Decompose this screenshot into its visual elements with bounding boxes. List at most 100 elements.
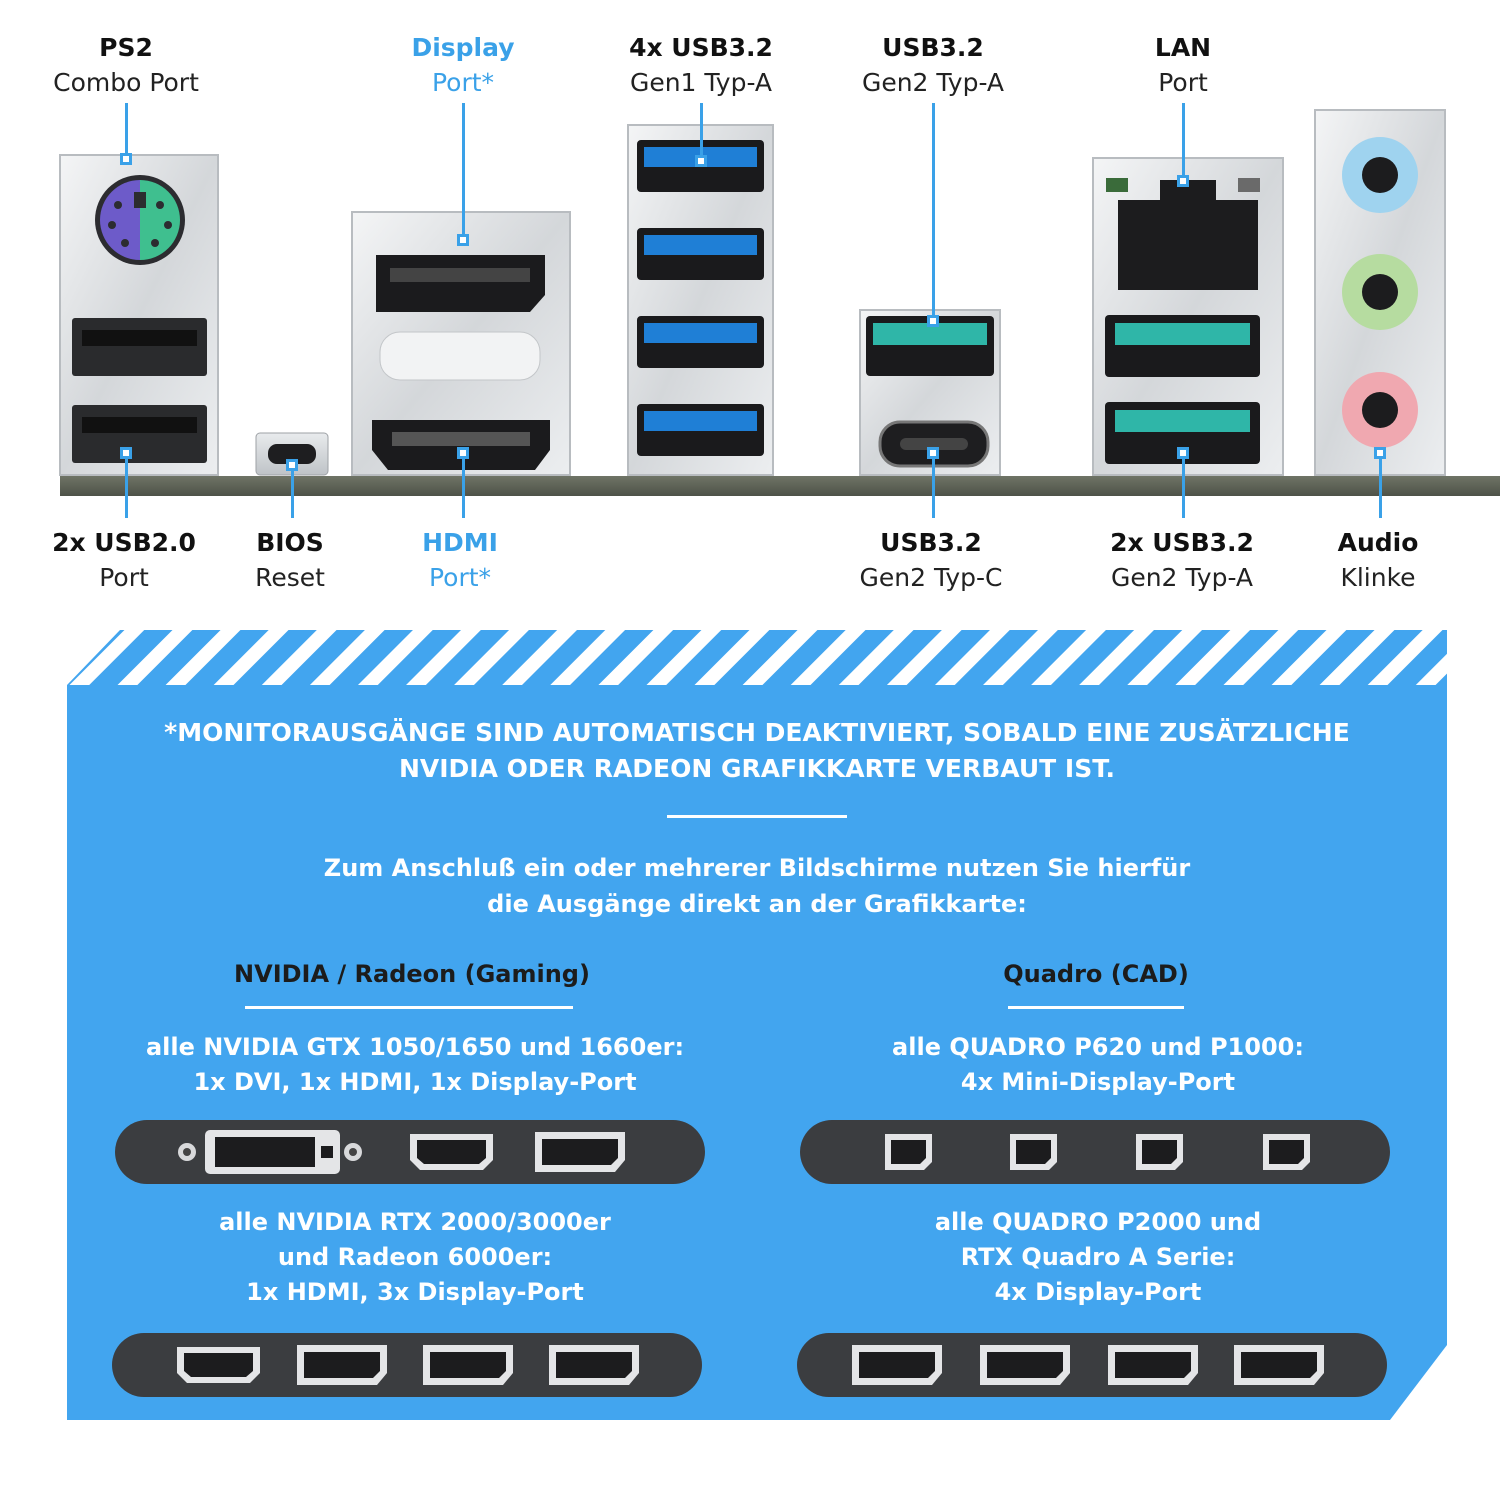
label-usb32gen2a: USB3.2 Gen2 Typ-A	[813, 30, 1053, 100]
info-panel	[67, 685, 1447, 1420]
displayport-icon	[297, 1345, 387, 1385]
marker-ps2	[120, 153, 132, 165]
hdmi-port-icon	[177, 1347, 260, 1383]
cad-group-2-line-1: alle QUADRO P2000 und	[934, 1208, 1262, 1236]
marker-usb32gen2a2	[1177, 447, 1189, 459]
label-usb32gen1-subtitle: Gen1 Typ-A	[629, 68, 773, 97]
mini-displayport-icon	[1136, 1134, 1183, 1170]
leader-audio	[1379, 458, 1382, 518]
label-usb32gen2c-title: USB3.2	[880, 528, 982, 557]
label-usb32gen1-title: 4x USB3.2	[629, 33, 773, 62]
info-panel-background	[67, 630, 1447, 1420]
label-bios-subtitle: Reset	[255, 563, 325, 592]
leader-usb32gen2c	[932, 458, 935, 518]
gaming-group-2-line-3: 1x HDMI, 3x Display-Port	[246, 1278, 584, 1306]
label-lan: LAN Port	[1063, 30, 1303, 100]
column-underline-gaming	[245, 1006, 573, 1009]
displayport-icon	[535, 1132, 625, 1172]
label-ps2-subtitle: Combo Port	[53, 68, 199, 97]
label-usb32gen2a-title: USB3.2	[882, 33, 984, 62]
leader-lan	[1182, 103, 1185, 177]
marker-usb32gen2a	[927, 315, 939, 327]
gaming-group-1-line-1: alle NVIDIA GTX 1050/1650 und 1660er:	[145, 1033, 685, 1061]
leader-usb20	[125, 458, 128, 518]
label-hdmi: HDMI Port*	[340, 525, 580, 595]
leader-displayport	[462, 103, 465, 236]
notice-text-line-2: die Ausgänge direkt an der Grafikkarte:	[487, 890, 1027, 918]
label-usb32gen2a2-subtitle: Gen2 Typ-A	[1110, 563, 1254, 592]
cad-group-1-port-strip	[800, 1120, 1390, 1184]
displayport-icon	[1108, 1345, 1198, 1385]
notice-line-1: *MONITORAUSGÄNGE SIND AUTOMATISCH DEAKTI…	[164, 718, 1350, 747]
label-usb32gen2c-subtitle: Gen2 Typ-C	[859, 563, 1003, 592]
cad-group-2-line-2: RTX Quadro A Serie:	[960, 1243, 1236, 1271]
label-displayport-subtitle: Port*	[431, 68, 495, 97]
column-title-gaming: NVIDIA / Radeon (Gaming)	[234, 960, 590, 988]
label-lan-subtitle: Port	[1158, 68, 1208, 97]
gaming-group-2-line-1: alle NVIDIA RTX 2000/3000er	[219, 1208, 611, 1236]
cad-group-2-line-3: 4x Display-Port	[994, 1278, 1202, 1306]
label-usb32gen2a-subtitle: Gen2 Typ-A	[861, 68, 1005, 97]
leader-usb32gen2a2	[1182, 458, 1185, 518]
dp-hdmi-connector	[351, 211, 571, 476]
label-audio: Audio Klinke	[1258, 525, 1498, 595]
displayport-icon	[980, 1345, 1070, 1385]
cad-group-1-text: alle QUADRO P620 und P1000: 4x Mini-Disp…	[788, 1030, 1408, 1100]
mini-displayport-icon	[1010, 1134, 1057, 1170]
label-audio-subtitle: Klinke	[1340, 563, 1416, 592]
marker-usb20	[120, 447, 132, 459]
dvi-port-icon	[178, 1130, 362, 1174]
leader-ps2	[125, 103, 128, 155]
label-usb20-title: 2x USB2.0	[52, 528, 196, 557]
mini-displayport-icon	[885, 1134, 932, 1170]
mini-displayport-icon	[1263, 1134, 1310, 1170]
label-usb32gen2c: USB3.2 Gen2 Typ-C	[811, 525, 1051, 595]
leader-usb32gen2a	[932, 103, 935, 317]
label-usb32gen1: 4x USB3.2 Gen1 Typ-A	[581, 30, 821, 100]
audio-jack-stack	[1314, 109, 1446, 476]
gaming-group-1-line-2: 1x DVI, 1x HDMI, 1x Display-Port	[193, 1068, 637, 1096]
displayport-icon	[549, 1345, 639, 1385]
gaming-group-2-text: alle NVIDIA RTX 2000/3000er und Radeon 6…	[105, 1205, 725, 1310]
label-bios-title: BIOS	[256, 528, 324, 557]
marker-lan	[1177, 175, 1189, 187]
cad-group-2-port-strip	[797, 1333, 1387, 1397]
pcb-strip	[60, 476, 1500, 496]
notice-heading: *MONITORAUSGÄNGE SIND AUTOMATISCH DEAKTI…	[67, 715, 1447, 787]
label-displayport: Display Port*	[343, 30, 583, 100]
hdmi-port-icon	[410, 1134, 493, 1170]
notice-text-line-1: Zum Anschluß ein oder mehrerer Bildschir…	[323, 854, 1191, 882]
usb2-port-top	[72, 318, 207, 376]
marker-bios	[286, 459, 298, 471]
usb32-gen1-stack	[627, 124, 774, 476]
column-title-cad: Quadro (CAD)	[1003, 960, 1189, 988]
bios-reset-button-illustration	[255, 432, 329, 476]
lan-usb-connector	[1092, 157, 1284, 476]
marker-hdmi	[457, 447, 469, 459]
label-hdmi-subtitle: Port*	[428, 563, 492, 592]
label-usb20: 2x USB2.0 Port	[4, 525, 244, 595]
label-hdmi-title: HDMI	[422, 528, 498, 557]
displayport-icon	[423, 1345, 513, 1385]
column-underline-cad	[1008, 1006, 1184, 1009]
label-bios: BIOS Reset	[170, 525, 410, 595]
marker-usb32gen2c	[927, 447, 939, 459]
marker-usb32gen1	[695, 155, 707, 167]
cad-group-2-text: alle QUADRO P2000 und RTX Quadro A Serie…	[788, 1205, 1408, 1310]
gaming-group-2-port-strip	[112, 1333, 702, 1397]
marker-displayport	[457, 234, 469, 246]
label-displayport-title: Display	[411, 33, 515, 62]
label-audio-title: Audio	[1337, 528, 1419, 557]
marker-audio	[1374, 447, 1386, 459]
label-ps2: PS2 Combo Port	[6, 30, 246, 100]
label-usb32gen2a2-title: 2x USB3.2	[1110, 528, 1254, 557]
usb2-port-bottom	[72, 405, 207, 463]
hatch-stripe-band	[67, 630, 1447, 685]
leader-bios	[291, 470, 294, 518]
io-panel-illustration	[59, 109, 1500, 496]
ps2-usb2-connector	[59, 154, 219, 476]
usb32-gen2-connector	[859, 309, 1001, 476]
label-ps2-title: PS2	[99, 33, 153, 62]
notice-text: Zum Anschluß ein oder mehrerer Bildschir…	[67, 850, 1447, 922]
gaming-group-1-port-strip	[115, 1120, 705, 1184]
